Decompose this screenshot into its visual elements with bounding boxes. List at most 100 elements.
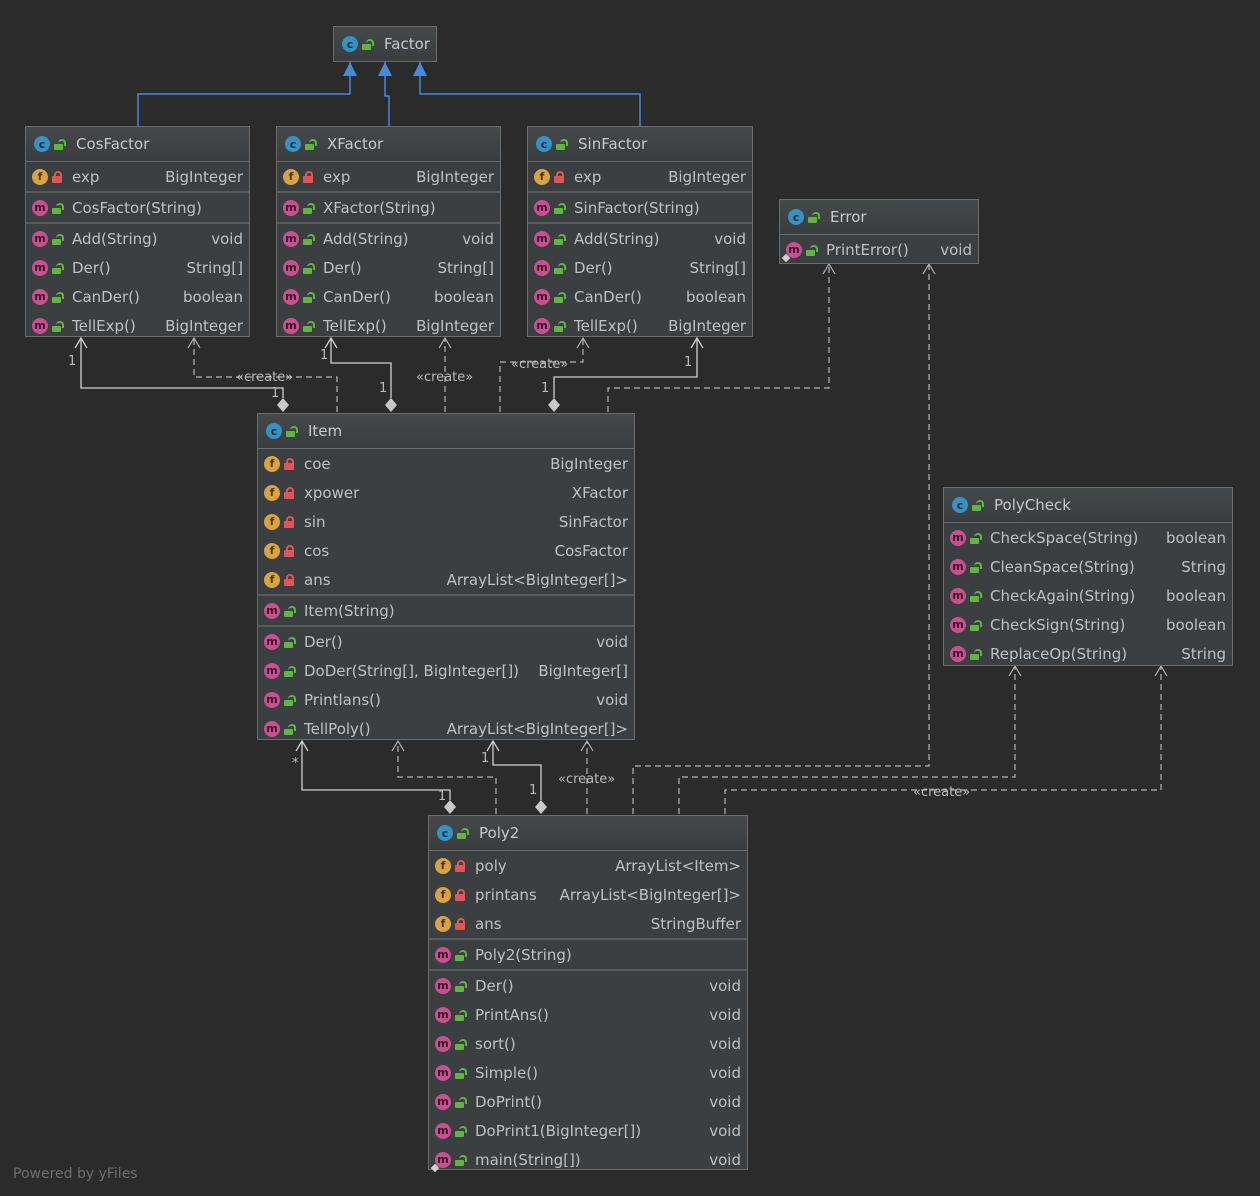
method-row[interactable]: m PrintAns() void [429, 1000, 747, 1029]
member-name: poly [475, 856, 507, 875]
comp-item-xfactor [330, 338, 392, 398]
member-name: PrintError() [826, 240, 909, 259]
class-icon: c [285, 136, 301, 152]
member-name: CosFactor(String) [72, 198, 202, 217]
member-name: DoDer(String[], BigInteger[]) [304, 661, 520, 680]
comp-item-sinfactor [553, 338, 698, 398]
class-name: Factor [384, 35, 430, 53]
dep-item-error [607, 264, 830, 412]
method-icon: m [950, 587, 966, 604]
inheritance-heads [343, 62, 427, 76]
method-icon: m [435, 1006, 451, 1023]
class-icon: c [437, 825, 453, 841]
member-name: CheckSpace(String) [990, 528, 1139, 547]
member-type: void [709, 1005, 741, 1024]
public-icon [303, 233, 315, 245]
member-type: BigInteger[] [538, 661, 628, 680]
private-icon [284, 515, 296, 528]
method-icon: m [435, 1122, 451, 1139]
member-name: TellPoly() [304, 719, 371, 738]
member-type: void [709, 1150, 741, 1169]
member-type: String [1181, 557, 1226, 576]
member-type: BigInteger [668, 167, 746, 186]
public-icon [455, 1038, 467, 1050]
public-icon [303, 320, 315, 332]
member-type: boolean [183, 287, 243, 306]
create-label-sin: «create» [511, 357, 569, 372]
member-type: void [709, 1092, 741, 1111]
dependency-arrowheads [187, 262, 1168, 752]
public-icon [970, 648, 982, 660]
member-type: String[] [689, 258, 746, 277]
dep-poly2-error [632, 264, 930, 814]
member-name: PrintAns() [475, 1005, 549, 1024]
comp-poly2-item-one [492, 741, 542, 800]
member-name: exp [72, 167, 100, 186]
method-icon: m [435, 1064, 451, 1081]
class-factor[interactable]: c Factor [333, 26, 437, 62]
mult-poly-1a: 1 [438, 789, 447, 804]
public-icon [970, 619, 982, 631]
member-name: Poly2(String) [475, 945, 572, 964]
method-icon: m [283, 288, 299, 305]
dependency-edges [193, 264, 1162, 814]
member-name: printans [475, 885, 537, 904]
